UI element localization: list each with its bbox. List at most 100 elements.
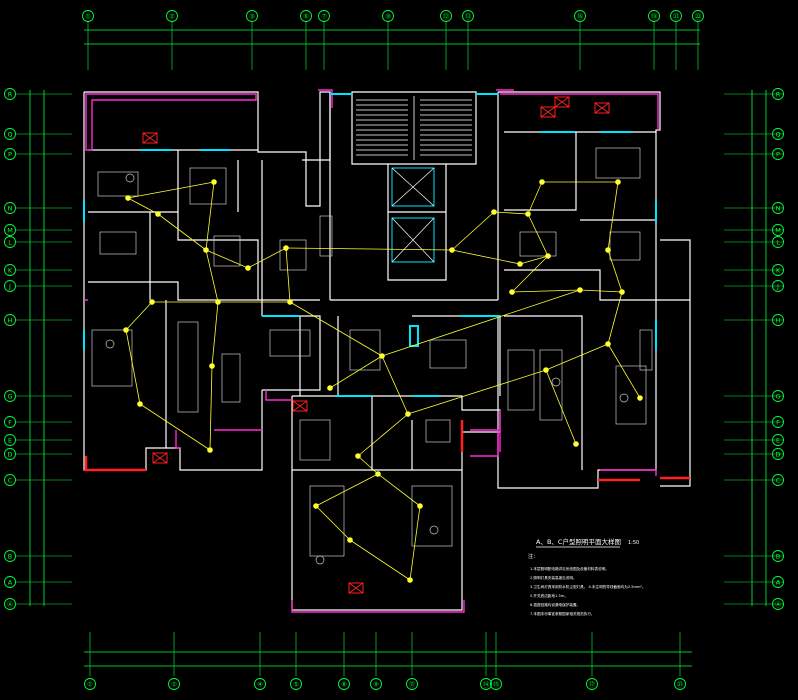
right-axis-bubble: B: [772, 550, 784, 562]
bottom-axis-bubble: ⑰: [586, 678, 598, 690]
bottom-axis-bubble-label: ㉑: [677, 680, 684, 688]
top-axis-bubble: ⑫: [440, 10, 452, 22]
ceiling-light-fixture: [209, 363, 215, 369]
right-axis-bubble-label: K: [776, 266, 781, 274]
bottom-axis-bubble: ④: [254, 678, 266, 690]
bottom-axis-bubble-label: ⑧: [341, 680, 347, 688]
left-axis-bubble: Ⓐ: [4, 598, 16, 610]
left-axis-bubble: M: [4, 224, 16, 236]
note-line: 5.开关底边距地1.3m。: [530, 593, 568, 598]
right-axis-bubble: M: [772, 224, 784, 236]
right-axis-bubble-label: R: [776, 90, 781, 98]
left-axis-bubble: K: [4, 264, 16, 276]
ceiling-light-fixture: [545, 253, 551, 259]
right-axis-bubble-label: C: [776, 476, 781, 484]
left-axis-bubble: Q: [4, 128, 16, 140]
left-axis-bubble-label: R: [8, 90, 13, 98]
right-axis-bubble-label: Q: [775, 130, 780, 138]
ceiling-light-fixture: [245, 265, 251, 271]
left-axis-bubble-label: N: [8, 204, 13, 212]
bottom-axis-bubble-label: ①: [87, 680, 93, 688]
top-axis-bubble: ⑯: [574, 10, 586, 22]
right-axis-bubble: D: [772, 448, 784, 460]
ceiling-light-fixture: [203, 247, 209, 253]
ceiling-light-fixture: [355, 453, 361, 459]
right-axis-bubble: C: [772, 474, 784, 486]
bottom-axis-bubble-label: ②: [171, 680, 177, 688]
right-axis-bubble: R: [772, 88, 784, 100]
right-axis-bubble: K: [772, 264, 784, 276]
top-axis-bubble: ㉒: [692, 10, 704, 22]
left-axis-bubble-label: G: [7, 392, 12, 400]
ceiling-light-fixture: [605, 341, 611, 347]
bottom-axis-bubble-label: ⑰: [589, 680, 596, 688]
top-axis-bubble: ⑲: [648, 10, 660, 22]
ceiling-light-fixture: [327, 385, 333, 391]
right-axis-bubble: F: [772, 416, 784, 428]
right-axis-bubble-label: Ⓐ: [775, 600, 782, 608]
left-axis-bubble: N: [4, 202, 16, 214]
bottom-axis-bubble-label: ⑨: [373, 680, 379, 688]
note-line: 2.照明灯具安装高度见说明。: [530, 575, 577, 580]
top-axis-bubble: ⑦: [318, 10, 330, 22]
left-axis-bubble: B: [4, 550, 16, 562]
top-axis-bubble: ①: [82, 10, 94, 22]
left-axis-bubble: R: [4, 88, 16, 100]
ceiling-light-fixture: [313, 503, 319, 509]
top-axis-bubble: ⑬: [462, 10, 474, 22]
right-axis-bubble-label: D: [775, 450, 780, 458]
drawing-title-block: A、B、C户型照明平面大样图 1:50 注： 1.本层照明配电箱详见系统图及设备…: [528, 537, 646, 616]
top-axis-bubble: ㉑: [670, 10, 682, 22]
right-axis-bubble-label: B: [776, 552, 780, 560]
note-line: 7.本图未尽事宜参照国家相关规范执行。: [530, 611, 595, 616]
ceiling-light-fixture: [215, 299, 221, 305]
window-openings: [84, 420, 690, 482]
left-axis-bubble-label: A: [8, 578, 13, 586]
right-axis-bubble-label: J: [776, 282, 779, 290]
right-axis-bubble: N: [772, 202, 784, 214]
ceiling-light-fixture: [405, 411, 411, 417]
right-axis-bubble: J: [772, 280, 784, 292]
left-axis-bubble: P: [4, 148, 16, 160]
cyan-openings: [83, 93, 657, 397]
left-axis-bubble-label: P: [8, 150, 12, 158]
bottom-axis-bubble: ⑨: [370, 678, 382, 690]
ceiling-light-fixture: [407, 577, 413, 583]
ceiling-light-fixture: [543, 367, 549, 373]
left-axis-bubble: F: [4, 416, 16, 428]
note-line: 1.本层照明配电箱详见系统图及设备材料表说明。: [530, 566, 609, 571]
bottom-axis-bubble: ⑭: [480, 678, 492, 690]
top-axis-bubble-label: ⑫: [443, 12, 450, 20]
right-axis-bubble-label: N: [776, 204, 781, 212]
right-axis-bubble: E: [772, 434, 784, 446]
right-axis-bubble-label: E: [776, 436, 780, 444]
ceiling-light-fixture: [491, 209, 497, 215]
left-axis-bubble-label: F: [8, 418, 12, 426]
drawing-notes: 1.本层照明配电箱详见系统图及设备材料表说明。2.照明灯具安装高度见说明。3.卫…: [530, 566, 646, 616]
top-axis-bubble: ⑩: [382, 10, 394, 22]
ceiling-light-fixture: [525, 211, 531, 217]
left-axis-bubble-label: M: [7, 226, 13, 234]
right-axis-bubble-label: F: [776, 418, 780, 426]
ceiling-light-fixture: [573, 441, 579, 447]
red-fixture-markers: [142, 96, 610, 594]
bottom-axis-bubble: ⑤: [290, 678, 302, 690]
top-axis-bubble-label: ㉒: [695, 12, 702, 20]
ceiling-light-fixture: [123, 327, 129, 333]
right-axis-bubble: P: [772, 148, 784, 160]
ceiling-light-fixture: [149, 299, 155, 305]
ceiling-light-fixture: [283, 245, 289, 251]
ceiling-light-fixture: [379, 353, 385, 359]
top-axis-bubble-label: ⑥: [303, 12, 309, 20]
ceiling-light-fixture: [517, 261, 523, 267]
ceiling-light-fixture: [155, 211, 161, 217]
ceiling-light-fixture: [539, 179, 545, 185]
lighting-circuit-wiring: [125, 181, 641, 581]
elevator-shafts: [391, 167, 435, 263]
staircase: [356, 96, 472, 160]
ceiling-light-fixture: [637, 395, 643, 401]
notes-heading: 注：: [528, 553, 538, 560]
left-axis-bubble-label: H: [8, 316, 13, 324]
right-axis-bubble: Ⓐ: [772, 598, 784, 610]
